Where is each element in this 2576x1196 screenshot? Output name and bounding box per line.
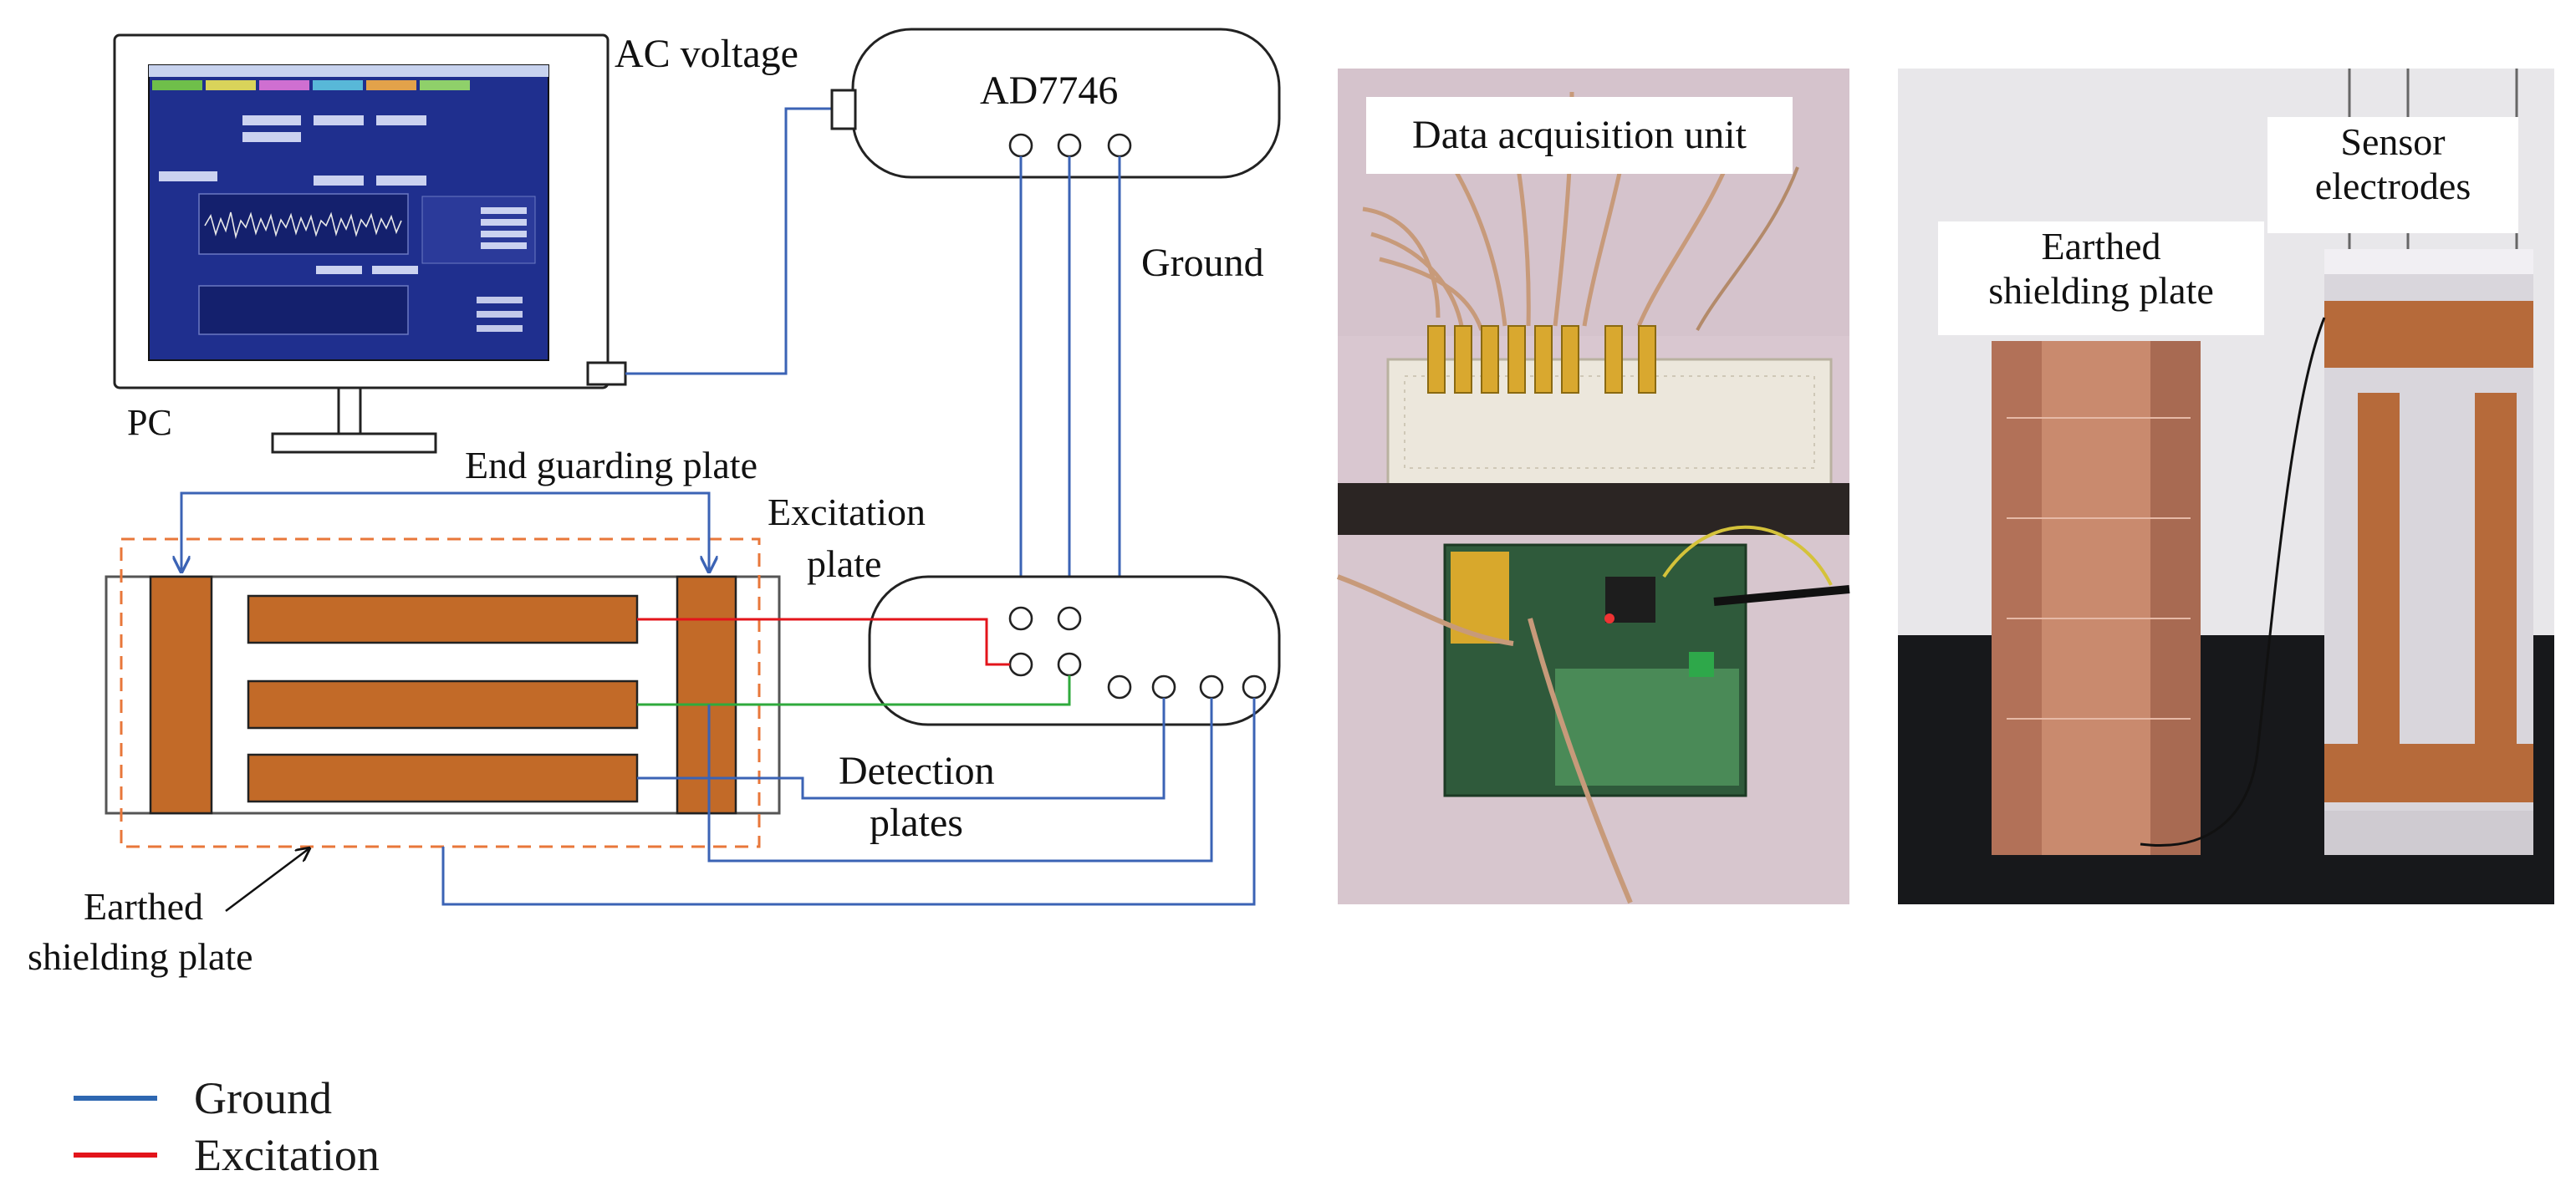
earthed-pointer-arrow — [225, 848, 309, 912]
detection-plate — [247, 753, 639, 803]
ad7746-input-port — [830, 89, 857, 130]
legend-label-excitation: Excitation — [194, 1130, 380, 1180]
legend: Ground Excitation — [74, 1070, 380, 1183]
photo-earthed-shielding-label: Earthed shielding plate — [1938, 221, 2264, 335]
ad7746-label: AD7746 — [980, 69, 1118, 113]
earthed-label-2: shielding plate — [28, 935, 253, 978]
end-guarding-plate-right — [676, 575, 737, 815]
detection-plate — [247, 679, 639, 730]
ground-label: Ground — [1141, 241, 1264, 285]
earthed-shielding-dashed-outline — [120, 537, 761, 848]
data-acquisition-photo — [1336, 69, 1850, 904]
data-acquisition-label: Data acquisition unit — [1366, 97, 1793, 174]
ad7746-box — [830, 28, 1281, 179]
end-guarding-wire — [180, 491, 711, 554]
guard-ground-wire — [707, 698, 1213, 863]
photo-sensor-line2: electrodes — [2314, 164, 2471, 207]
excitation-plate-label-2: plate — [807, 542, 881, 585]
photo-earthed-line2: shielding plate — [1988, 268, 2214, 312]
legend-swatch-excitation — [74, 1153, 157, 1158]
detection-wire-ground — [637, 698, 1166, 800]
end-guarding-plate-left — [149, 575, 213, 815]
ad7746-terminal — [1008, 133, 1033, 158]
detection-plates-label-1: Detection — [839, 749, 995, 793]
legend-swatch-ground — [74, 1096, 157, 1101]
detection-plates-label-2: plates — [870, 801, 963, 845]
pc-monitor — [113, 33, 627, 454]
end-guarding-plate-label: End guarding plate — [465, 444, 757, 486]
sensor-plate-assembly — [105, 537, 781, 848]
excitation-plate-label-1: Excitation — [768, 491, 926, 533]
legend-item-ground: Ground — [74, 1070, 380, 1127]
ac-voltage-label: AC voltage — [615, 32, 798, 76]
legend-item-excitation: Excitation — [74, 1127, 380, 1183]
photo-sensor-electrodes-label: Sensor electrodes — [2267, 117, 2518, 233]
ac-voltage-wire — [625, 107, 834, 375]
legend-label-ground: Ground — [194, 1073, 332, 1123]
ad7746-terminal — [1107, 133, 1132, 158]
ad7746-terminal — [1057, 133, 1082, 158]
pc-port — [586, 361, 627, 386]
detection-wire — [637, 675, 1071, 706]
excitation-plate — [247, 594, 639, 644]
shield-ground-wire — [441, 698, 1256, 906]
excitation-wire — [637, 618, 1010, 666]
photo-earthed-line1: Earthed — [2041, 225, 2161, 267]
junction-box — [868, 575, 1281, 726]
earthed-label-1: Earthed — [84, 885, 203, 928]
photo-sensor-line1: Sensor — [2340, 120, 2446, 163]
pc-label: PC — [127, 402, 172, 443]
